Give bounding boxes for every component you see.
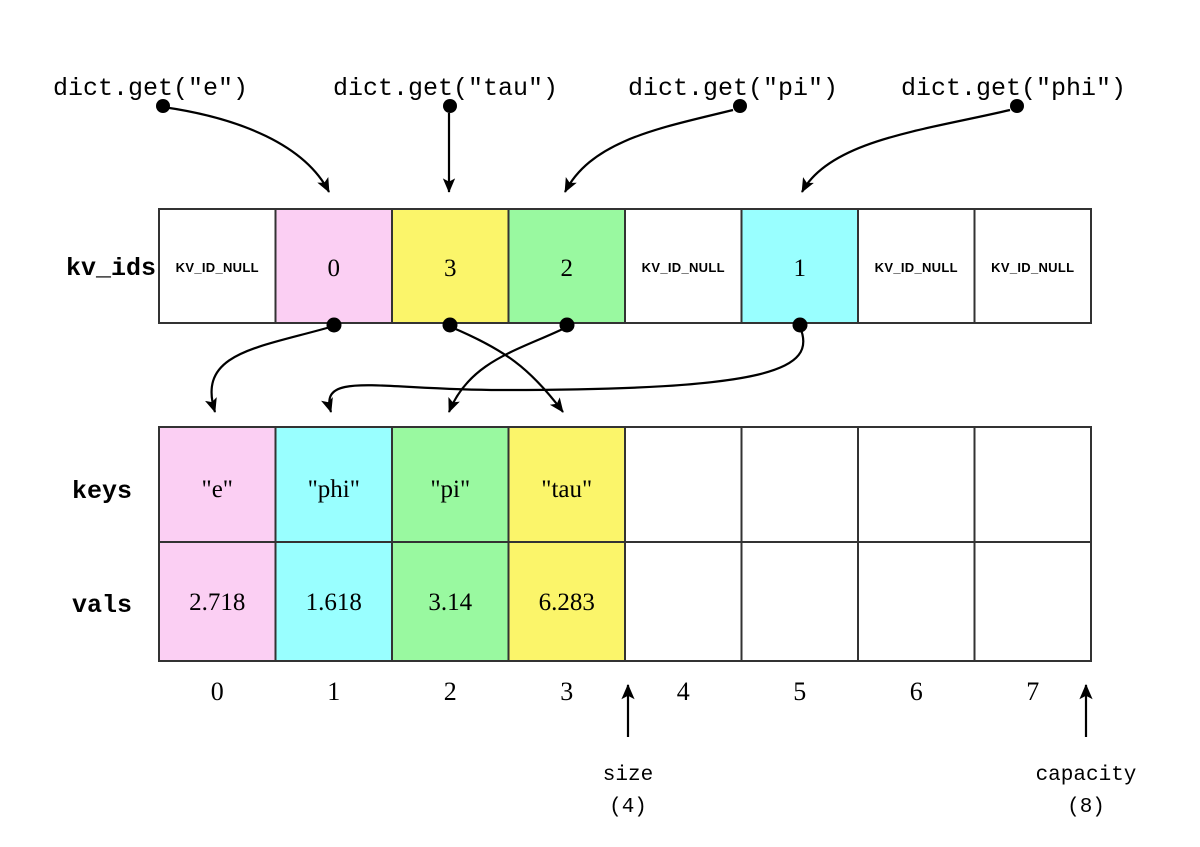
vals-row-label: vals (72, 591, 132, 620)
kv-ids-cell-7[interactable] (973, 208, 1092, 324)
lookup-label-get-pi: dict.get("pi") (628, 74, 838, 103)
vals-cell-3[interactable] (507, 541, 626, 662)
vals-row: vals 2.718 1.618 3.14 6.283 (72, 541, 1092, 662)
kv-ids-link-dot-slot2 (442, 317, 458, 333)
vals-value-1: 1.618 (306, 589, 362, 616)
kv-ids-row-label: kv_ids (66, 254, 156, 283)
index-label-1: 1 (327, 677, 340, 706)
kv-ids-value-0: KV_ID_NULL (176, 260, 259, 275)
lookup-label-get-phi: dict.get("phi") (901, 74, 1126, 103)
vals-cell-2[interactable] (391, 541, 510, 662)
keys-value-3: "tau" (541, 476, 592, 503)
kv-ids-value-5: 1 (794, 255, 807, 282)
kv-to-entry-connectors-group (205, 317, 808, 413)
vals-cell-1[interactable] (274, 541, 393, 662)
size-marker-value: (4) (609, 796, 647, 819)
kv-ids-link-dot-slot3 (559, 317, 575, 333)
keys-cell-1[interactable] (274, 426, 393, 543)
kv-ids-row: kv_ids KV_ID_NULL 0 3 2 KV_ID_NULL 1 KV_… (66, 208, 1092, 324)
connector-kv5-to-entry1 (321, 326, 805, 413)
connector-kv3-to-entry2 (447, 326, 568, 413)
size-marker: size (4) (603, 683, 653, 819)
vals-value-2: 3.14 (428, 589, 472, 616)
keys-cell-6[interactable] (857, 426, 976, 543)
lookup-dot-get-tau (443, 99, 457, 113)
kv-ids-value-6: KV_ID_NULL (875, 260, 958, 275)
kv-ids-link-dot-slot1 (326, 317, 342, 333)
keys-cell-7[interactable] (973, 426, 1092, 543)
kv-ids-value-1: 0 (328, 255, 341, 282)
kv-ids-value-3: 2 (561, 255, 574, 282)
index-label-7: 7 (1026, 677, 1039, 706)
lookup-connectors-group (156, 99, 1024, 193)
vals-cell-5[interactable] (740, 541, 859, 662)
size-marker-label: size (603, 764, 653, 787)
kv-ids-link-dot-slot5 (792, 317, 808, 333)
connector-get-e-to-slot1 (162, 105, 330, 193)
index-axis: 0 1 2 3 4 5 6 7 (211, 677, 1040, 706)
lookup-dot-get-pi (733, 99, 747, 113)
index-label-0: 0 (211, 677, 224, 706)
keys-value-1: "phi" (308, 476, 360, 503)
vals-cell-4[interactable] (624, 541, 743, 662)
index-label-3: 3 (560, 677, 573, 706)
keys-value-2: "pi" (430, 476, 470, 503)
vals-value-0: 2.718 (189, 589, 245, 616)
lookup-dot-get-phi (1010, 99, 1024, 113)
lookup-dot-get-e (156, 99, 170, 113)
lookup-label-get-e: dict.get("e") (53, 74, 248, 103)
keys-row-label: keys (72, 477, 132, 506)
lookup-calls-group: dict.get("e") dict.get("tau") dict.get("… (53, 74, 1126, 103)
vals-cell-0[interactable] (158, 541, 277, 662)
lookup-label-get-tau: dict.get("tau") (333, 74, 558, 103)
vals-value-3: 6.283 (539, 589, 595, 616)
vals-cell-7[interactable] (973, 541, 1092, 662)
keys-value-0: "e" (201, 476, 233, 503)
index-label-2: 2 (444, 677, 457, 706)
keys-cell-0[interactable] (158, 426, 277, 543)
connector-get-phi-to-slot5 (801, 108, 1011, 193)
keys-cell-4[interactable] (624, 426, 743, 543)
vals-cell-6[interactable] (857, 541, 976, 662)
capacity-marker: capacity (8) (1036, 683, 1137, 819)
keys-row: keys "e" "phi" "pi" "tau" (72, 426, 1092, 543)
connector-kv2-to-entry3 (450, 325, 564, 413)
index-label-5: 5 (793, 677, 806, 706)
capacity-marker-value: (8) (1067, 796, 1105, 819)
kv-ids-cell-5[interactable] (740, 208, 859, 324)
connector-kv1-to-entry0 (205, 324, 335, 413)
kv-ids-value-2: 3 (444, 255, 457, 282)
keys-cell-5[interactable] (740, 426, 859, 543)
keys-cell-2[interactable] (391, 426, 510, 543)
index-label-4: 4 (677, 677, 690, 706)
kv-ids-value-4: KV_ID_NULL (642, 260, 725, 275)
kv-ids-cell-1[interactable] (274, 208, 393, 324)
index-label-6: 6 (910, 677, 923, 706)
kv-ids-value-7: KV_ID_NULL (991, 260, 1074, 275)
connector-get-pi-to-slot3 (564, 108, 734, 193)
capacity-marker-label: capacity (1036, 764, 1137, 787)
